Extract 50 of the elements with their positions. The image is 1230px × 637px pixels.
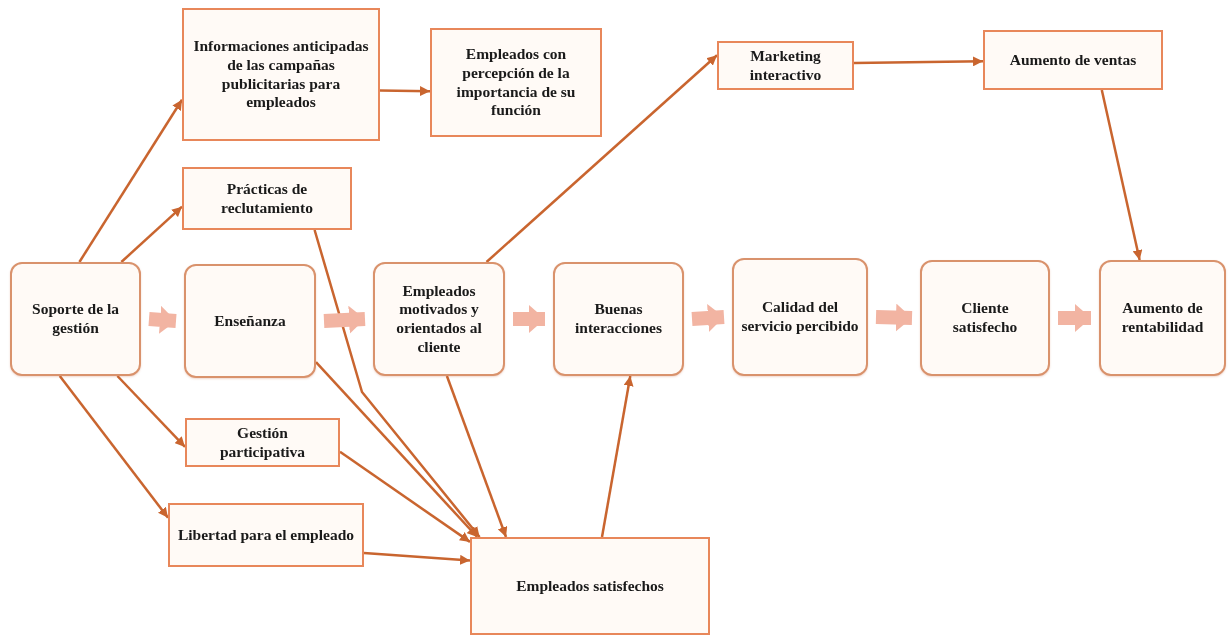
- arrow: [1100, 89, 1143, 261]
- arrow: [78, 99, 184, 263]
- block-arrow: [148, 305, 177, 334]
- box-label: Enseñanza: [214, 311, 286, 331]
- block-arrow: [875, 303, 913, 332]
- box-label: Informaciones anticipadas de las campañas publicitarias para empleados: [192, 37, 370, 112]
- rounded-box: [732, 258, 868, 376]
- arrow: [380, 86, 430, 97]
- arrow: [58, 375, 169, 519]
- box-label: Cliente satisfecho: [951, 299, 1019, 337]
- box-label: Soporte de la gestión: [31, 300, 120, 338]
- arrow: [485, 54, 718, 263]
- arrow: [854, 56, 983, 67]
- block-arrow: [323, 305, 366, 334]
- box-label: Buenas interacciones: [574, 300, 663, 338]
- box-label: Aumento de rentabilidad: [1120, 299, 1205, 337]
- arrow: [445, 375, 508, 538]
- box-label: Aumento de ventas: [1009, 50, 1137, 70]
- box-label: Libertad para el empleado: [177, 525, 355, 545]
- process-box: [182, 167, 352, 230]
- process-box: [717, 41, 854, 90]
- rounded-box: [10, 262, 141, 376]
- rounded-box: [1099, 260, 1226, 376]
- arrow: [363, 551, 471, 565]
- process-box: [168, 503, 364, 567]
- process-box: [983, 30, 1163, 90]
- box-label: Calidad del servicio percibido: [740, 298, 860, 336]
- arrow: [116, 375, 186, 448]
- process-box: [182, 8, 380, 141]
- arrow: [600, 375, 634, 538]
- box-label: Empleados satisfechos: [516, 576, 664, 596]
- arrow: [339, 450, 471, 543]
- box-label: Empleados con percepción de la importancia de su función: [455, 45, 577, 120]
- box-label: Gestión participativa: [218, 423, 307, 462]
- arrow: [120, 205, 183, 263]
- arrow: [315, 361, 479, 538]
- rounded-box: [373, 262, 505, 376]
- block-arrow: [1058, 304, 1091, 332]
- box-label: Empleados motivados y orientados al cliente: [395, 281, 483, 357]
- process-box: [430, 28, 602, 137]
- rounded-box: [553, 262, 684, 376]
- block-arrow: [513, 305, 545, 333]
- arrow: [313, 229, 481, 538]
- process-box: [470, 537, 710, 635]
- rounded-box: [184, 264, 316, 378]
- process-box: [185, 418, 340, 467]
- block-arrow: [691, 304, 725, 332]
- box-label: Marketing interactivo: [748, 46, 823, 85]
- box-label: Prácticas de reclutamiento: [220, 179, 314, 218]
- rounded-box: [920, 260, 1050, 376]
